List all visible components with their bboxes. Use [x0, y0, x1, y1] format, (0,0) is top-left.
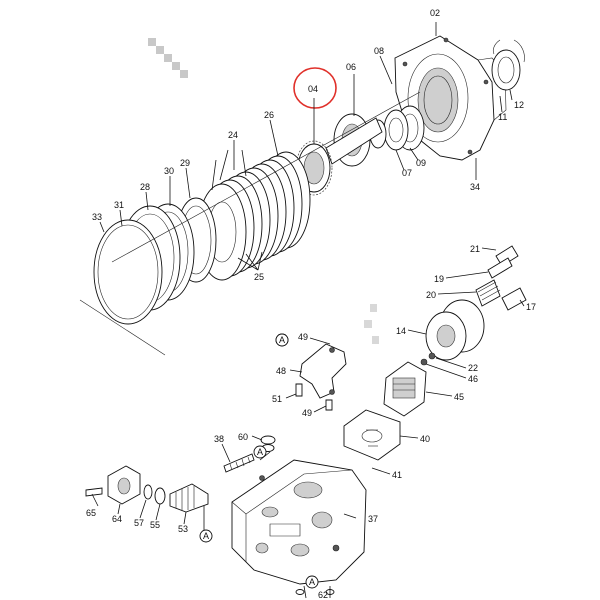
- label-48: 48: [276, 366, 286, 376]
- side-port-parts: [85, 465, 209, 513]
- label-06: 06: [346, 62, 356, 72]
- label-a-1: A: [279, 335, 285, 345]
- label-45: 45: [454, 392, 464, 402]
- label-65: 65: [86, 508, 96, 518]
- label-25: 25: [254, 272, 264, 282]
- label-38: 38: [214, 434, 224, 444]
- seal-ring-12: [491, 39, 525, 91]
- label-33: 33: [92, 212, 102, 222]
- cover-plate-40: [343, 409, 401, 461]
- highlight-circle: [293, 67, 337, 109]
- pixelated-redaction-marks: [148, 38, 379, 344]
- label-49-bottom: 49: [302, 408, 312, 418]
- label-08: 08: [374, 46, 384, 56]
- part-number-labels: 02 08 06 12 11 09 07 34 04 24 26 29 30 2…: [86, 8, 536, 600]
- label-09: 09: [416, 158, 426, 168]
- label-37: 37: [368, 514, 378, 524]
- label-40: 40: [420, 434, 430, 444]
- label-51: 51: [272, 394, 282, 404]
- label-a-2: A: [257, 447, 263, 457]
- label-07: 07: [402, 168, 412, 178]
- valve-assembly: [383, 245, 527, 417]
- label-62: 62: [318, 590, 328, 600]
- label-34: 34: [470, 182, 480, 192]
- label-04: 04: [308, 84, 318, 94]
- label-64: 64: [112, 514, 122, 524]
- label-21: 21: [470, 244, 480, 254]
- ring-set: [93, 197, 217, 325]
- label-53: 53: [178, 524, 188, 534]
- label-a-4: A: [309, 577, 315, 587]
- label-57: 57: [134, 518, 144, 528]
- label-30: 30: [164, 166, 174, 176]
- label-20: 20: [426, 290, 436, 300]
- label-41: 41: [392, 470, 402, 480]
- label-46: 46: [468, 374, 478, 384]
- label-02: 02: [430, 8, 440, 18]
- label-17: 17: [526, 302, 536, 312]
- label-14: 14: [396, 326, 406, 336]
- bolt-38: [223, 453, 255, 473]
- bracket-48: [275, 333, 347, 411]
- label-60: 60: [238, 432, 248, 442]
- plug-62: [295, 589, 335, 595]
- label-26: 26: [264, 110, 274, 120]
- label-55: 55: [150, 520, 160, 530]
- axis-line: [79, 91, 421, 356]
- label-31: 31: [114, 200, 124, 210]
- label-49-top: 49: [298, 332, 308, 342]
- reference-marker-a: [199, 333, 319, 589]
- label-11: 11: [498, 112, 507, 122]
- label-24: 24: [228, 130, 238, 140]
- label-22: 22: [468, 363, 478, 373]
- label-29: 29: [180, 158, 190, 168]
- main-body-37: [231, 459, 367, 585]
- label-a-3: A: [203, 531, 209, 541]
- friction-disc-stack: [197, 151, 311, 281]
- label-19: 19: [434, 274, 444, 284]
- label-12: 12: [514, 100, 524, 110]
- leader-lines: [91, 22, 525, 599]
- label-28: 28: [140, 182, 150, 192]
